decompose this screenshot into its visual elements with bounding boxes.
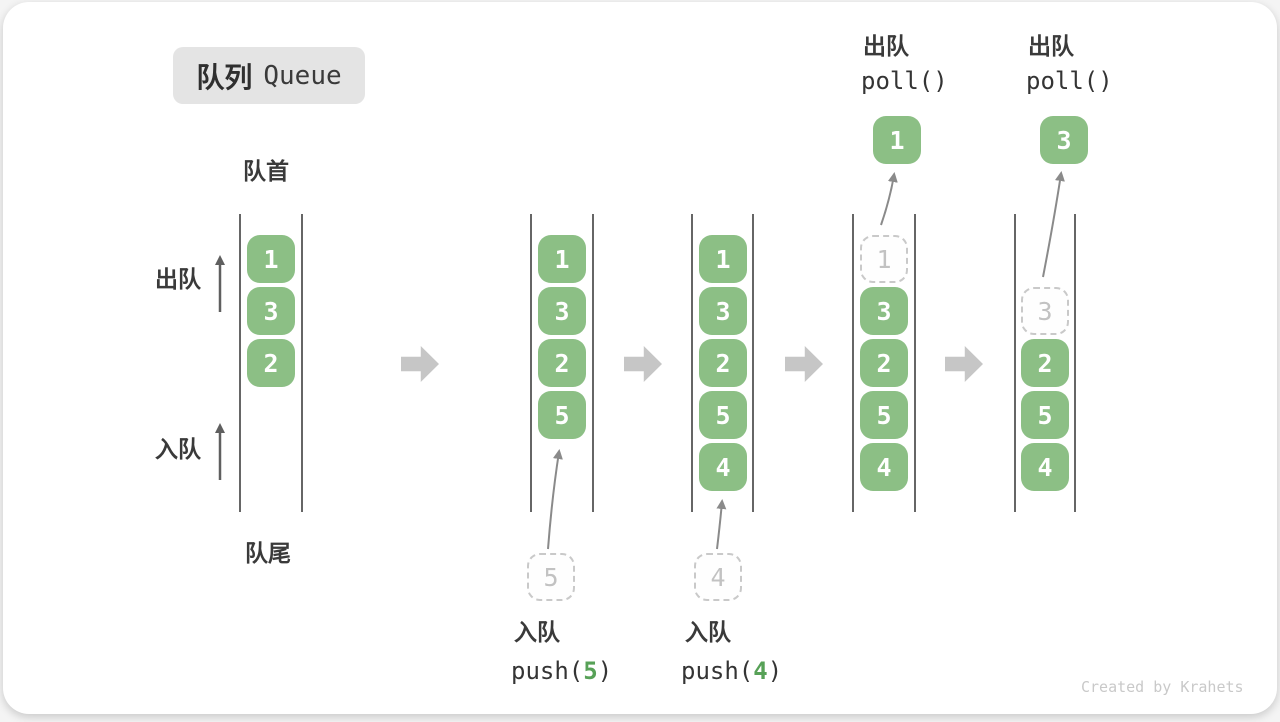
dequeue-op-label: 出队 xyxy=(1028,33,1074,59)
code-open: push( xyxy=(511,657,584,685)
queue-box: 2 xyxy=(538,339,586,387)
title-badge: 队列 Queue xyxy=(173,47,365,104)
push5-arrow-icon xyxy=(547,449,563,550)
poll3-arrow-icon xyxy=(1042,171,1065,278)
queue-wall xyxy=(1074,214,1076,512)
incoming-dashed-box: 4 xyxy=(694,553,742,601)
enqueue-op-label: 入队 xyxy=(514,619,560,645)
right-block-arrow-icon xyxy=(785,346,823,382)
watermark: Created by Krahets xyxy=(1081,678,1244,696)
queue-box: 3 xyxy=(247,287,295,335)
dequeue-side-label: 出队 xyxy=(155,266,201,292)
dequeue-op-label: 出队 xyxy=(863,33,909,59)
right-block-arrow-icon xyxy=(624,346,662,382)
queue-wall xyxy=(592,214,594,512)
title-zh: 队列 xyxy=(196,61,253,93)
queue-wall xyxy=(1014,214,1016,512)
queue-wall xyxy=(530,214,532,512)
queue-box: 3 xyxy=(699,287,747,335)
poll-code-label: poll() xyxy=(861,67,948,95)
right-block-arrow-icon xyxy=(401,346,439,382)
code-arg: 4 xyxy=(753,657,768,685)
enqueue-side-label: 入队 xyxy=(155,436,201,462)
queue-box: 3 xyxy=(860,287,908,335)
queue-wall xyxy=(301,214,303,512)
queue-wall xyxy=(852,214,854,512)
queue-box: 1 xyxy=(247,235,295,283)
queue-box: 5 xyxy=(538,391,586,439)
code-close: ) xyxy=(767,657,783,685)
queue-box: 5 xyxy=(1021,391,1069,439)
queue-box: 1 xyxy=(538,235,586,283)
queue-wall xyxy=(914,214,916,512)
code-open: push( xyxy=(681,657,754,685)
code-close: ) xyxy=(597,657,613,685)
poll-code-label: poll() xyxy=(1026,67,1113,95)
queue-box: 1 xyxy=(699,235,747,283)
queue-box: 2 xyxy=(1021,339,1069,387)
queue-rear-label: 队尾 xyxy=(245,540,291,566)
queue-box: 2 xyxy=(247,339,295,387)
queue-box: 5 xyxy=(860,391,908,439)
poll1-arrow-icon xyxy=(880,172,898,226)
polled-box: 1 xyxy=(873,116,921,164)
queue-box: 4 xyxy=(699,443,747,491)
incoming-dashed-box: 5 xyxy=(527,553,575,601)
push5-code-label: push(5) xyxy=(511,658,612,684)
queue-front-label: 队首 xyxy=(243,158,289,184)
code-arg: 5 xyxy=(583,657,598,685)
queue-wall xyxy=(239,214,241,512)
queue-box: 2 xyxy=(860,339,908,387)
enqueue-op-label: 入队 xyxy=(685,619,731,645)
right-block-arrow-icon xyxy=(945,346,983,382)
queue-box: 3 xyxy=(538,287,586,335)
queue-wall xyxy=(691,214,693,512)
queue-box: 5 xyxy=(699,391,747,439)
figure-card: 队列 Queue 队首 队尾 出队 入队 1 3 xyxy=(3,2,1277,714)
polled-box: 3 xyxy=(1040,116,1088,164)
push4-code-label: push(4) xyxy=(681,658,782,684)
queue-box: 4 xyxy=(1021,443,1069,491)
push4-arrow-icon xyxy=(716,499,727,550)
queue-wall xyxy=(752,214,754,512)
queue-box: 4 xyxy=(860,443,908,491)
removed-dashed-box: 1 xyxy=(860,235,908,283)
removed-dashed-box: 3 xyxy=(1021,287,1069,335)
title-en: Queue xyxy=(263,60,342,91)
queue-box: 2 xyxy=(699,339,747,387)
